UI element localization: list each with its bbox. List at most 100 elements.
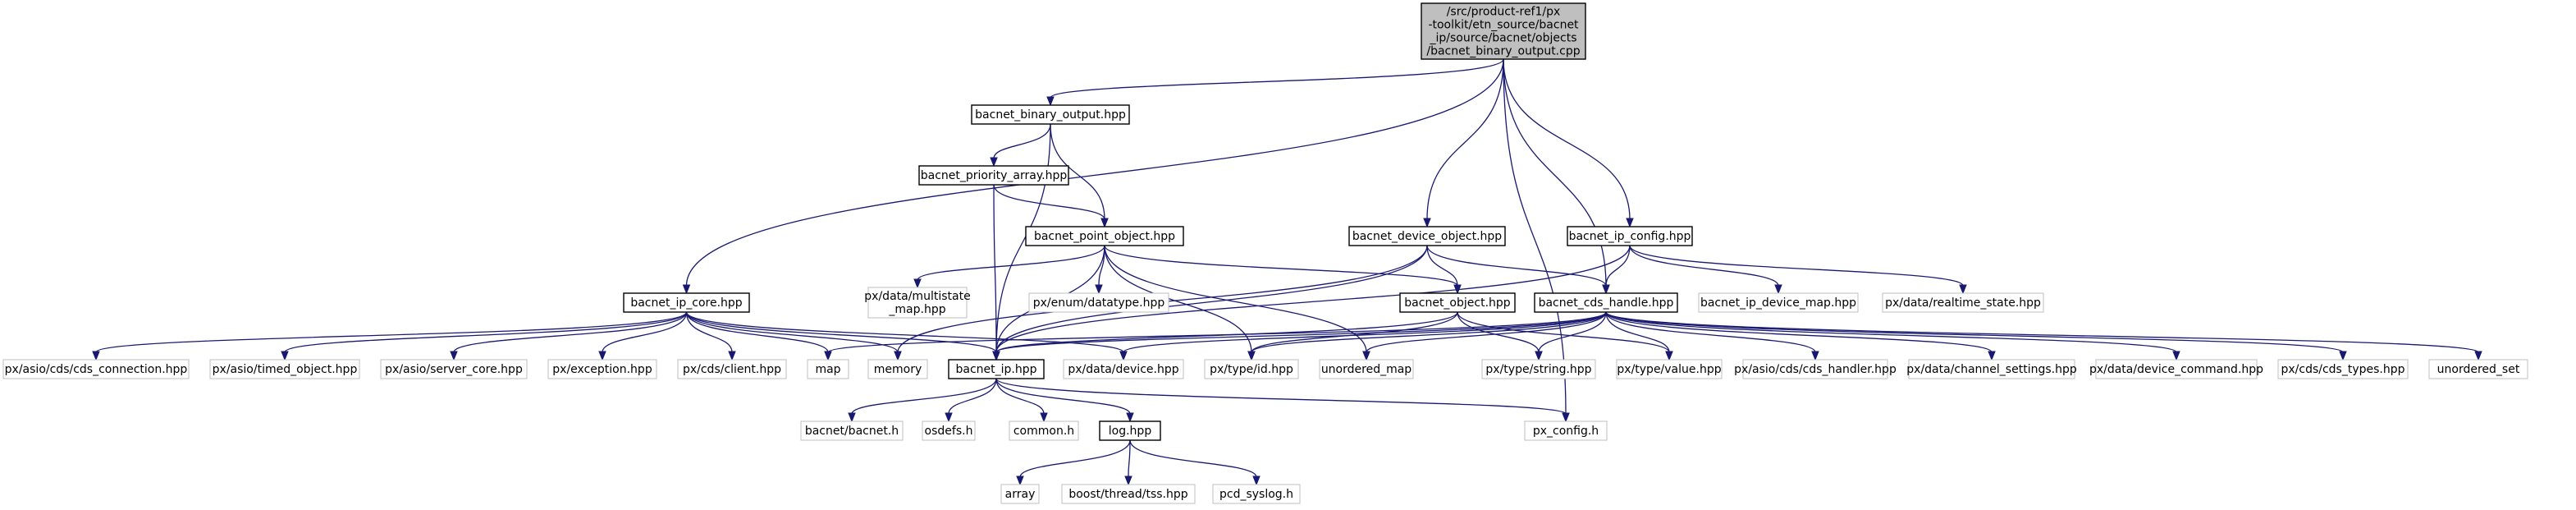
node-box bbox=[1882, 292, 2044, 313]
node-box bbox=[1099, 420, 1161, 441]
node-devmap[interactable]: bacnet_ip_device_map.hpp bbox=[1698, 292, 1859, 313]
node-label: osdefs.h bbox=[925, 425, 973, 438]
edge-bacnet_ip-to-common bbox=[995, 378, 1048, 423]
node-label: array bbox=[1005, 488, 1036, 501]
edge-cds_handle-to-device bbox=[1119, 311, 1607, 361]
edge-log_hpp-to-syslog bbox=[1129, 439, 1261, 486]
node-device[interactable]: px/data/device.hpp bbox=[1063, 359, 1184, 379]
edge-bpa_hpp-to-bacnet_ip bbox=[992, 184, 1000, 361]
node-cds_conn[interactable]: px/asio/cds/cds_connection.hpp bbox=[2, 359, 190, 379]
node-box bbox=[1348, 226, 1506, 246]
node-client[interactable]: px/cds/client.hpp bbox=[677, 359, 787, 379]
node-label: _map.hpp bbox=[888, 303, 945, 316]
node-bipc_hpp[interactable]: bacnet_ip_config.hpp bbox=[1567, 226, 1693, 246]
node-box bbox=[1399, 292, 1516, 313]
node-channel_settings[interactable]: px/data/channel_settings.hpp bbox=[1906, 359, 2077, 379]
node-label: bacnet_point_object.hpp bbox=[1034, 230, 1175, 243]
node-bacnet_ip[interactable]: bacnet_ip.hpp bbox=[948, 359, 1045, 379]
node-box bbox=[1204, 359, 1299, 379]
node-type_value[interactable]: px/type/value.hpp bbox=[1616, 359, 1723, 379]
node-label: memory bbox=[874, 363, 922, 376]
node-cds_handle[interactable]: bacnet_cds_handle.hpp bbox=[1534, 292, 1678, 313]
node-box bbox=[1319, 359, 1414, 379]
edge-core_hpp-to-cds_conn bbox=[92, 311, 688, 361]
node-label: px/asio/timed_object.hpp bbox=[213, 363, 358, 376]
node-osdefs[interactable]: osdefs.h bbox=[922, 420, 976, 441]
node-label: bacnet_priority_array.hpp bbox=[921, 169, 1068, 182]
edge-bbo_hpp-to-bpa_hpp bbox=[990, 123, 1051, 168]
node-box bbox=[677, 359, 787, 379]
node-label: px/data/device_command.hpp bbox=[2089, 363, 2263, 376]
node-cds_handler[interactable]: px/asio/cds/cds_handler.hpp bbox=[1734, 359, 1897, 379]
node-label: unordered_map bbox=[1321, 363, 1412, 376]
node-label: px_config.h bbox=[1533, 425, 1599, 438]
node-bobj_hpp[interactable]: bacnet_object.hpp bbox=[1399, 292, 1516, 313]
node-box bbox=[1524, 420, 1608, 441]
node-datatype[interactable]: px/enum/datatype.hpp bbox=[1028, 292, 1169, 313]
node-unordered_map[interactable]: unordered_map bbox=[1319, 359, 1414, 379]
node-server_core[interactable]: px/asio/server_core.hpp bbox=[380, 359, 528, 379]
edge-core_hpp-to-server_core bbox=[450, 311, 688, 361]
node-label: unordered_set bbox=[2437, 363, 2520, 376]
node-type_id[interactable]: px/type/id.hpp bbox=[1204, 359, 1299, 379]
node-array[interactable]: array bbox=[1000, 484, 1040, 504]
edge-root-to-cds_handle bbox=[1503, 58, 1610, 295]
nodes-layer: /src/product-ref1/px-toolkit/etn_source/… bbox=[2, 2, 2528, 504]
node-syslog[interactable]: pcd_syslog.h bbox=[1212, 484, 1301, 504]
edge-bacnet_ip-to-osdefs bbox=[945, 378, 997, 423]
node-label: /src/product-ref1/px bbox=[1447, 5, 1561, 18]
edge-cds_handle-to-type_id bbox=[1247, 311, 1607, 361]
node-label: px/data/channel_settings.hpp bbox=[1906, 363, 2077, 376]
node-box bbox=[209, 359, 360, 379]
node-label: px/data/realtime_state.hpp bbox=[1885, 296, 2041, 310]
edge-log_hpp-to-tss bbox=[1124, 439, 1132, 486]
node-core_hpp[interactable]: bacnet_ip_core.hpp bbox=[623, 292, 750, 313]
node-bacnet_h[interactable]: bacnet/bacnet.h bbox=[800, 420, 904, 441]
node-device_command[interactable]: px/data/device_command.hpp bbox=[2089, 359, 2263, 379]
node-bpo_hpp[interactable]: bacnet_point_object.hpp bbox=[1025, 226, 1184, 246]
node-realtime[interactable]: px/data/realtime_state.hpp bbox=[1882, 292, 2044, 313]
node-label: px/type/string.hpp bbox=[1485, 363, 1591, 376]
node-label: bacnet_device_object.hpp bbox=[1352, 230, 1502, 243]
node-unordered_set[interactable]: unordered_set bbox=[2428, 359, 2528, 379]
node-root[interactable]: /src/product-ref1/px-toolkit/etn_source/… bbox=[1421, 2, 1586, 60]
node-label: common.h bbox=[1013, 425, 1074, 438]
node-box bbox=[948, 359, 1045, 379]
node-multistate[interactable]: px/data/multistate_map.hpp bbox=[864, 287, 971, 319]
node-timed_obj[interactable]: px/asio/timed_object.hpp bbox=[209, 359, 360, 379]
node-tss[interactable]: boost/thread/tss.hpp bbox=[1061, 484, 1196, 504]
node-label: bacnet/bacnet.h bbox=[805, 425, 899, 438]
edge-core_hpp-to-exception bbox=[598, 311, 688, 361]
node-box bbox=[922, 420, 976, 441]
node-box bbox=[1742, 359, 1888, 379]
node-bdo_hpp[interactable]: bacnet_device_object.hpp bbox=[1348, 226, 1506, 246]
node-px_config[interactable]: px_config.h bbox=[1524, 420, 1608, 441]
node-label: _ip/source/bacnet/objects bbox=[1430, 31, 1577, 44]
node-box bbox=[623, 292, 750, 313]
node-common[interactable]: common.h bbox=[1009, 420, 1079, 441]
node-box bbox=[1000, 484, 1040, 504]
edge-root-to-bdo_hpp bbox=[1423, 58, 1504, 228]
edge-core_hpp-to-timed_obj bbox=[281, 311, 688, 361]
node-exception[interactable]: px/exception.hpp bbox=[547, 359, 657, 379]
node-bpa_hpp[interactable]: bacnet_priority_array.hpp bbox=[918, 165, 1069, 186]
node-label: map bbox=[815, 363, 840, 376]
node-cds_types[interactable]: px/cds/cds_types.hpp bbox=[2277, 359, 2409, 379]
node-label: bacnet_cds_handle.hpp bbox=[1539, 296, 1674, 310]
node-bbo_hpp[interactable]: bacnet_binary_output.hpp bbox=[971, 104, 1130, 125]
edge-cds_handle-to-cds_handler bbox=[1605, 311, 1819, 361]
node-label: bacnet_ip.hpp bbox=[955, 363, 1036, 376]
node-box bbox=[1009, 420, 1079, 441]
edge-bipc_hpp-to-cds_handle bbox=[1602, 245, 1631, 295]
node-log_hpp[interactable]: log.hpp bbox=[1099, 420, 1161, 441]
node-label: bacnet_ip_device_map.hpp bbox=[1700, 296, 1856, 310]
node-memory[interactable]: memory bbox=[867, 359, 928, 379]
node-map[interactable]: map bbox=[807, 359, 849, 379]
edge-root-to-bbo_hpp bbox=[1046, 58, 1504, 107]
edge-cds_handle-to-map bbox=[824, 311, 1607, 361]
node-label: px/cds/cds_types.hpp bbox=[2281, 363, 2404, 376]
node-box bbox=[1421, 2, 1586, 60]
edges-layer bbox=[92, 58, 2482, 486]
node-box bbox=[807, 359, 849, 379]
node-type_string[interactable]: px/type/string.hpp bbox=[1481, 359, 1596, 379]
